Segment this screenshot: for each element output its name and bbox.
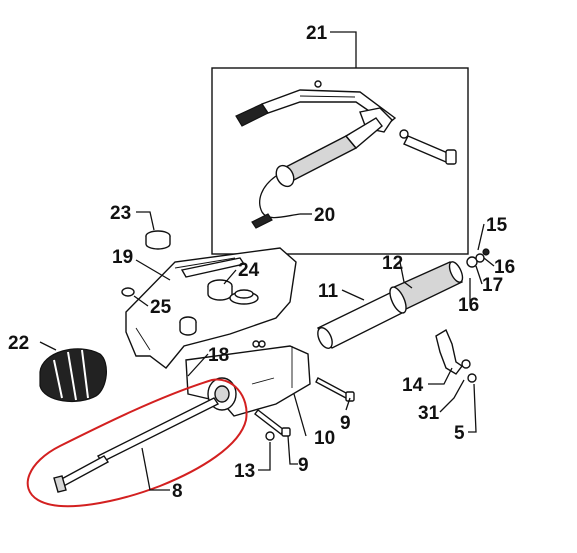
leader-lines	[39, 31, 495, 491]
callout-25: 25	[150, 297, 172, 318]
callout-14: 14	[402, 375, 424, 396]
rubber-boot-part[interactable]	[39, 348, 107, 403]
shaft-tube-part[interactable]	[315, 260, 465, 351]
callout-5: 5	[454, 423, 465, 444]
callout-17: 17	[482, 275, 503, 296]
tiller-rod-part[interactable]	[53, 397, 220, 493]
tiller-housing-part[interactable]	[185, 340, 311, 417]
callout-15: 15	[486, 215, 508, 236]
bolt-part-9a[interactable]	[315, 377, 355, 402]
callout-10: 10	[314, 428, 335, 449]
cap-part-24[interactable]	[207, 279, 259, 305]
inset-box	[211, 67, 469, 255]
callout-23: 23	[110, 203, 131, 224]
cover-part[interactable]	[125, 247, 297, 369]
callout-16b: 16	[458, 295, 479, 316]
callout-9b: 9	[298, 455, 309, 476]
highlight-outline	[26, 378, 248, 508]
callout-12: 12	[382, 253, 403, 274]
lever-part[interactable]	[435, 328, 477, 383]
callout-21: 21	[306, 23, 328, 44]
cap-part-23[interactable]	[145, 230, 171, 250]
callout-24: 24	[238, 260, 260, 281]
callout-labels: 21 20 23 19 24 25 22 18 11 12 15 16 17 1…	[8, 23, 515, 502]
callout-31: 31	[418, 403, 440, 424]
callout-9a: 9	[340, 413, 351, 434]
callout-8: 8	[172, 481, 183, 502]
nut-part-13[interactable]	[265, 431, 275, 441]
callout-16a: 16	[494, 257, 515, 278]
callout-22: 22	[8, 333, 29, 354]
callout-19: 19	[112, 247, 133, 268]
callout-13: 13	[234, 461, 255, 482]
callout-11: 11	[318, 281, 339, 302]
callout-20: 20	[314, 205, 335, 226]
callout-18: 18	[208, 345, 229, 366]
knob-part-25[interactable]	[121, 287, 197, 336]
tiller-handle-part[interactable]	[235, 80, 457, 189]
screw-part-18[interactable]	[258, 340, 266, 348]
bolt-part-9b[interactable]	[254, 409, 291, 437]
washer-stack-parts[interactable]	[466, 248, 490, 268]
throttle-cable-part[interactable]	[251, 175, 301, 229]
